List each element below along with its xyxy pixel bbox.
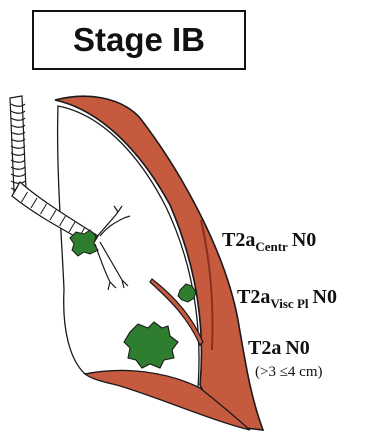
label-t2a-size-suffix: N0 [285, 337, 309, 359]
label-t2a-central-suffix: N0 [292, 229, 316, 251]
label-t2a-visc-sub: Visc Pl [270, 296, 308, 311]
label-t2a-central-prefix: T2a [222, 229, 255, 251]
label-t2a-visc-suffix: N0 [313, 286, 337, 308]
label-t2a-visceral-pleura: T2aVisc Pl N0 [237, 286, 337, 312]
size-note: (>3 ≤4 cm) [255, 364, 323, 381]
trachea [10, 96, 26, 192]
label-t2a-central-sub: Centr [255, 239, 288, 254]
label-t2a-size-prefix: T2a [248, 337, 281, 359]
label-t2a-central: T2aCentr N0 [222, 229, 316, 255]
label-t2a-size: T2a N0 [248, 337, 310, 360]
label-t2a-visc-prefix: T2a [237, 286, 270, 308]
central-tumor [70, 230, 98, 256]
